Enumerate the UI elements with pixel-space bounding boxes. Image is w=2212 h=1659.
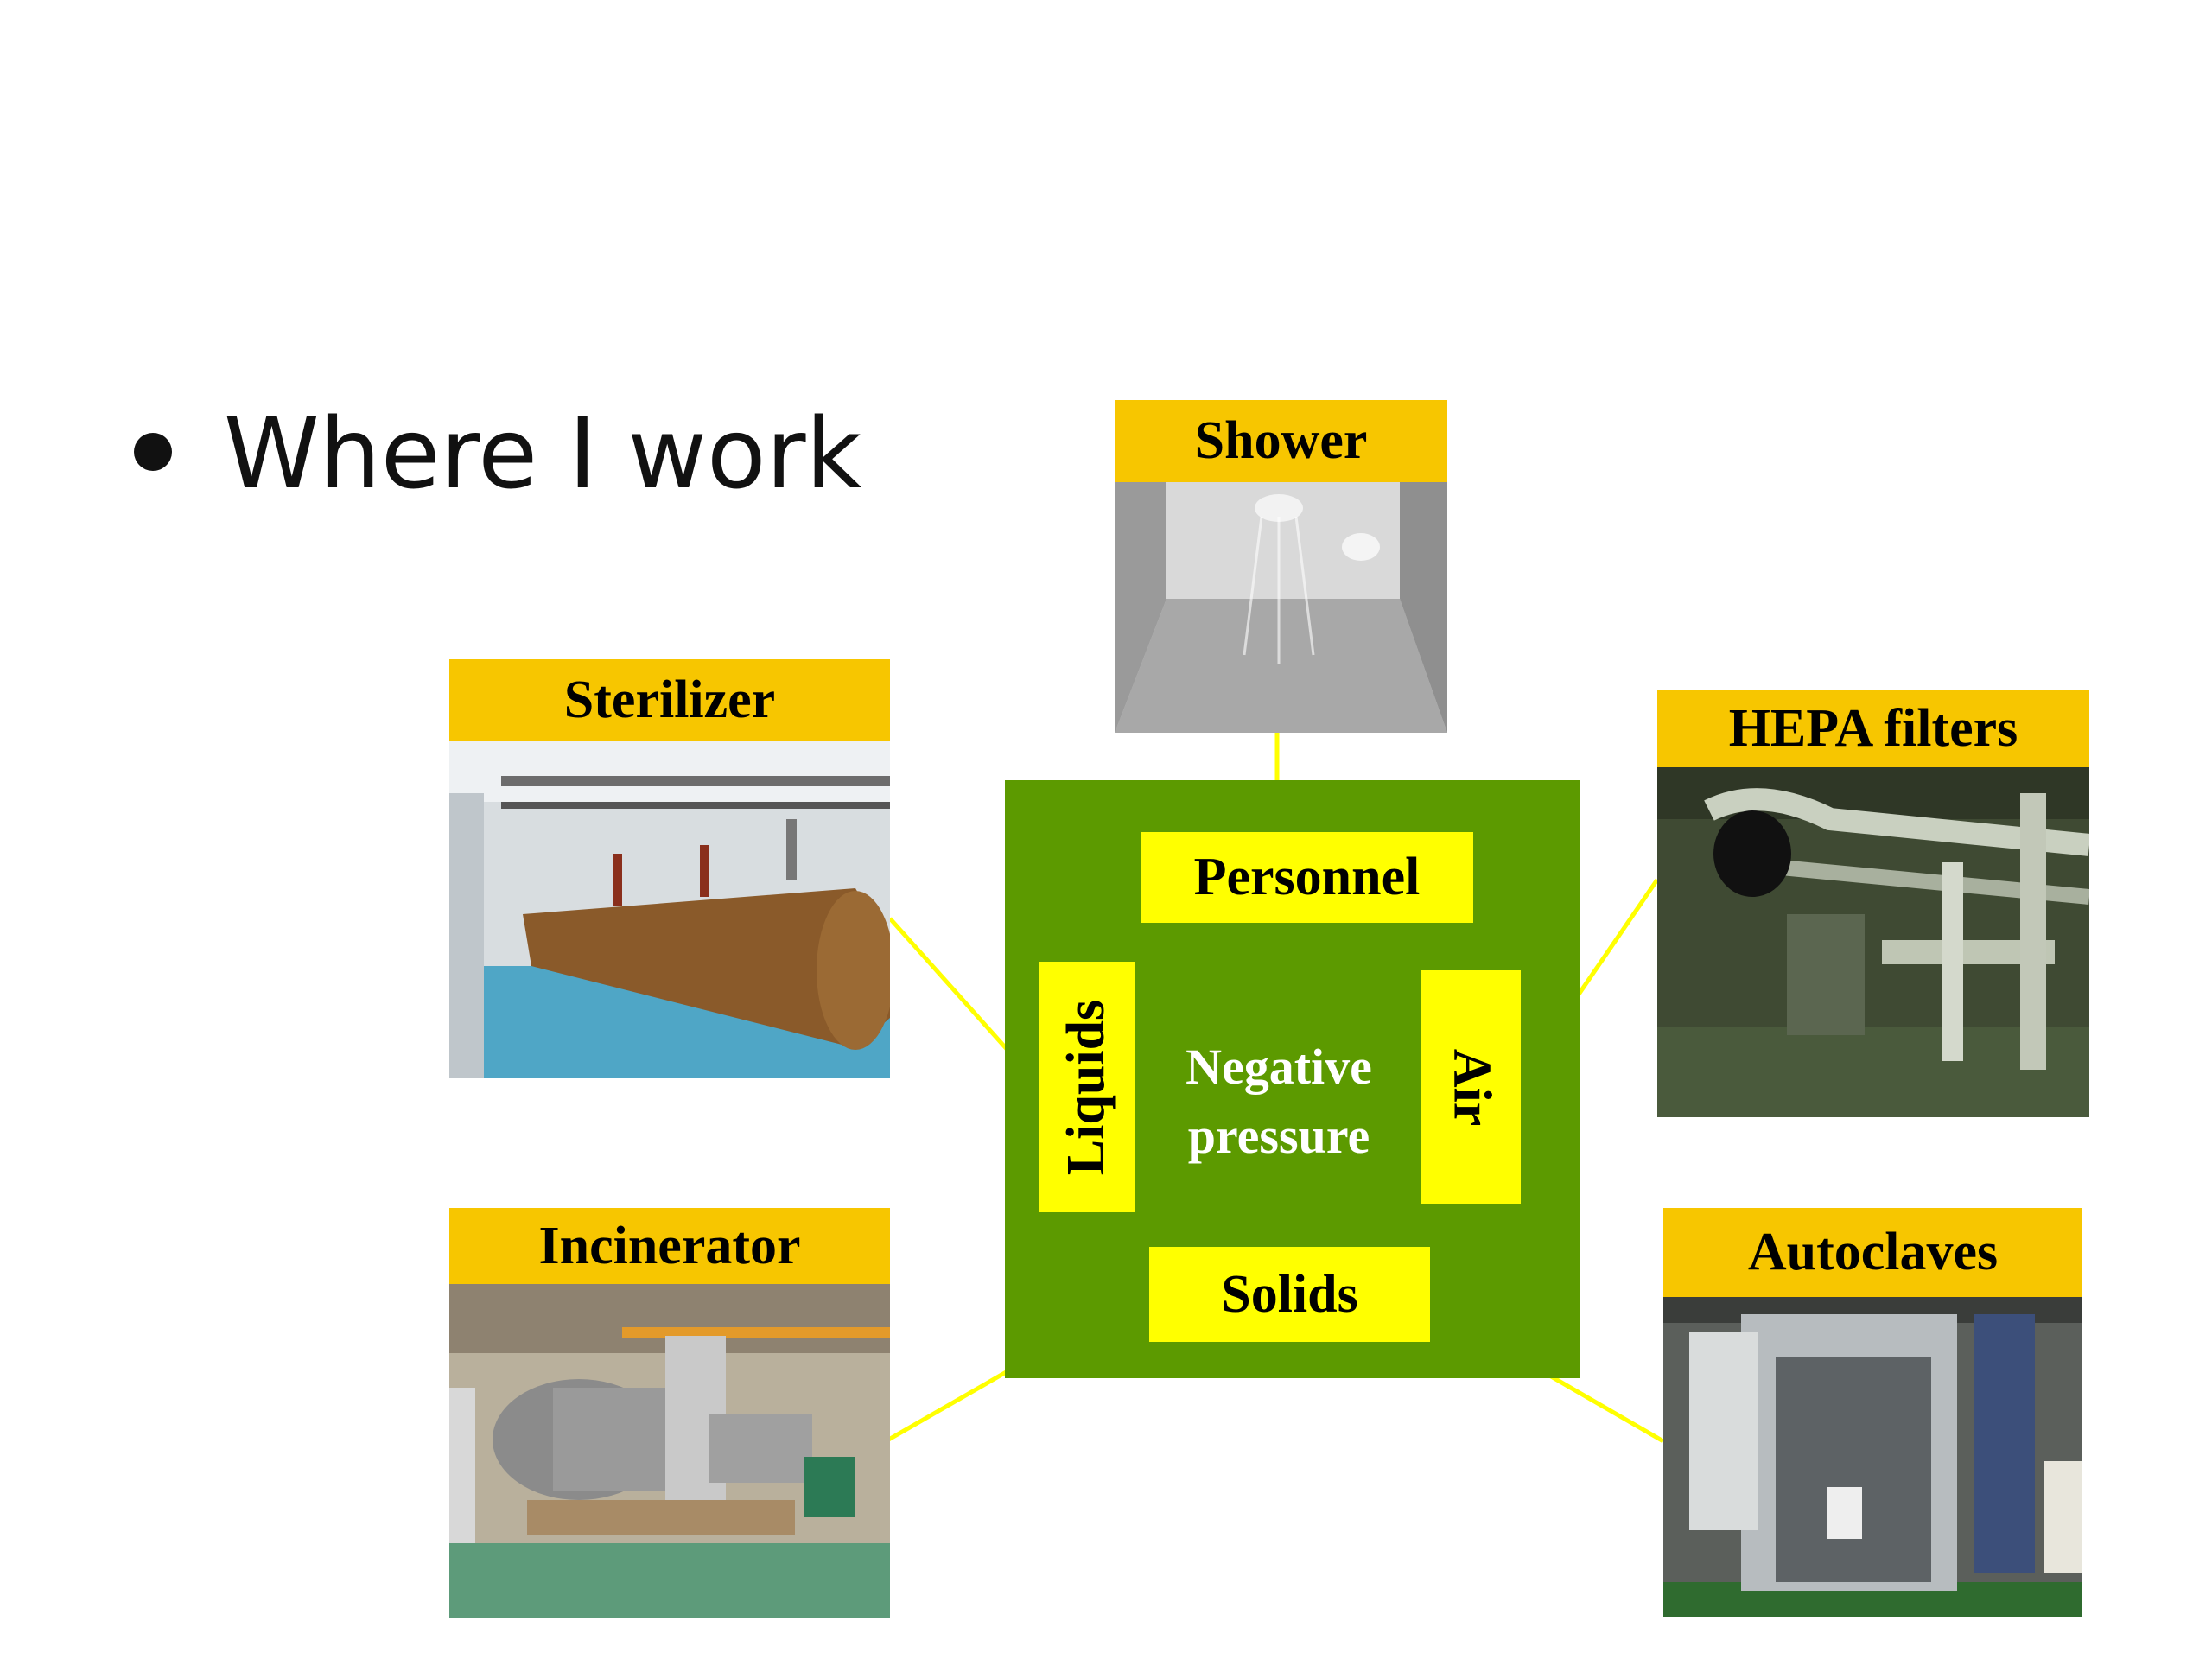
- hepa-card: HEPA filters: [1657, 690, 2089, 1117]
- sterilizer-title: Sterilizer: [449, 659, 890, 741]
- liquids-tag: Liquids: [1039, 962, 1135, 1212]
- shower-title: Shower: [1115, 400, 1447, 482]
- sterilizer-card: Sterilizer: [449, 659, 890, 1078]
- sterilizer-photo: [449, 741, 890, 1078]
- bullet-dot-icon: [134, 433, 172, 472]
- incinerator-photo: [449, 1284, 890, 1618]
- shower-photo: [1115, 482, 1447, 733]
- bullet-text: Where I work: [224, 398, 862, 511]
- autoclaves-title: Autoclaves: [1663, 1208, 2082, 1297]
- solids-tag: Solids: [1149, 1247, 1430, 1342]
- shower-card: Shower: [1115, 400, 1447, 733]
- bullet-item: Where I work: [134, 406, 861, 503]
- autoclaves-photo: [1663, 1297, 2082, 1617]
- incinerator-card: Incinerator: [449, 1208, 890, 1618]
- hepa-title: HEPA filters: [1657, 690, 2089, 767]
- air-tag: Air: [1421, 970, 1521, 1204]
- negative-pressure-label: Negative pressure: [1185, 1039, 1372, 1164]
- personnel-tag: Personnel: [1141, 832, 1473, 923]
- autoclaves-card: Autoclaves: [1663, 1208, 2082, 1617]
- incinerator-title: Incinerator: [449, 1208, 890, 1284]
- hepa-photo: [1657, 767, 2089, 1117]
